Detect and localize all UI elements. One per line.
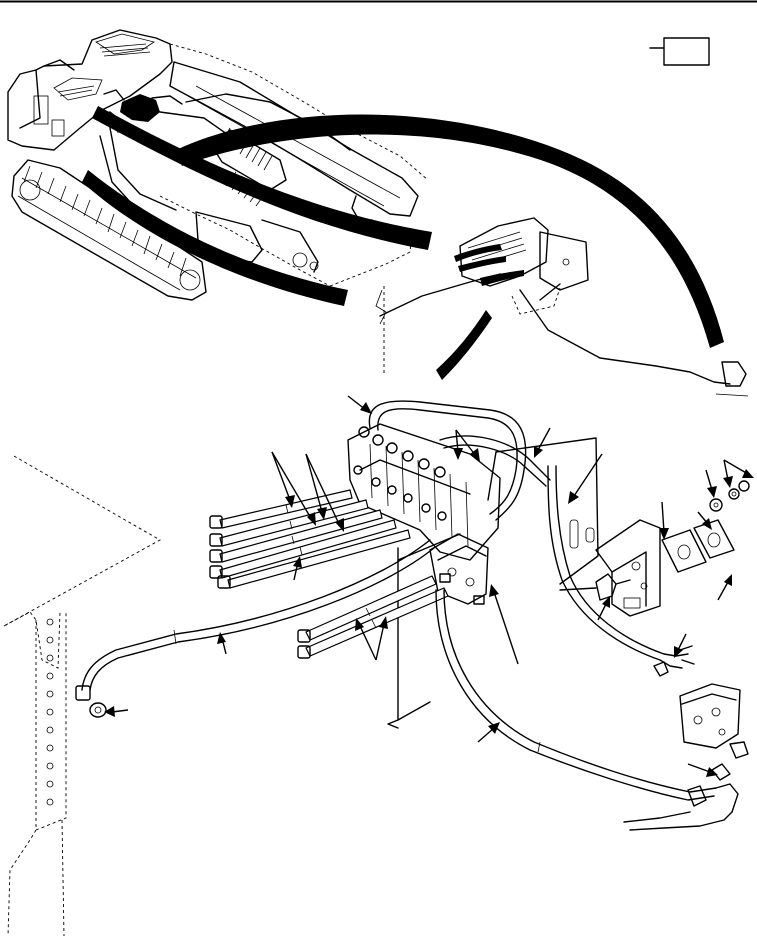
callout-arrow-hose-group-b: [305, 453, 344, 532]
excavator-valve-icon: [95, 89, 183, 133]
mounting-plate: [387, 437, 599, 729]
callout-arrow-washer: [705, 469, 717, 498]
callout-arrow-nuts: [723, 459, 754, 488]
leader-band-lower: [82, 170, 348, 306]
callout-arrow-hose-group-c: [355, 616, 388, 661]
callout-arrow-hose-single: [293, 556, 302, 581]
gasket-plates: [661, 519, 735, 573]
callout-arrow-top-fitting: [347, 395, 372, 414]
hose-bundle-lower: [297, 575, 449, 659]
callout-arrow-tank-fitting: [104, 706, 129, 717]
callout-arrow-hose-group-a: [271, 451, 316, 526]
callout-arrow-sensor-hoses: [674, 633, 687, 658]
hose-bundle-upper: [209, 489, 411, 589]
control-valve-icon: [347, 423, 501, 605]
switch-fitting: [559, 573, 631, 601]
callout-arrow-gasket: [697, 511, 712, 530]
secondary-valve-block: [653, 661, 749, 759]
callout-arrow-return-hose: [217, 632, 227, 655]
return-hose: [75, 539, 435, 718]
callout-arrow-cluster: [453, 429, 480, 462]
leader-band-wedge: [436, 310, 492, 380]
callout-arrow-screw: [717, 574, 732, 601]
callout-arrow-grommet: [568, 453, 603, 504]
callout-arrow-pressure-hose: [477, 722, 500, 743]
callout-arrow-elbow: [687, 763, 718, 777]
callout-arrow-switch: [597, 596, 610, 621]
nut-icon: [709, 480, 750, 512]
tank-panel: [3, 455, 161, 936]
callout-arrows: [104, 395, 754, 777]
leader-band-middle: [92, 106, 432, 250]
intermediate-valve-view: [375, 217, 749, 397]
callout-arrow-valve: [489, 584, 519, 665]
overhead-hose: [368, 400, 551, 521]
bracket: [595, 519, 661, 617]
callout-arrow-plate: [659, 501, 669, 540]
sensor-hoses: [547, 465, 695, 669]
callout-arrow-overhead-hose: [534, 427, 551, 458]
pressure-hose: [435, 589, 739, 831]
leader-band-upper: [176, 114, 724, 348]
excavator-overview: [7, 29, 429, 301]
view-locator-icon: [649, 37, 710, 66]
